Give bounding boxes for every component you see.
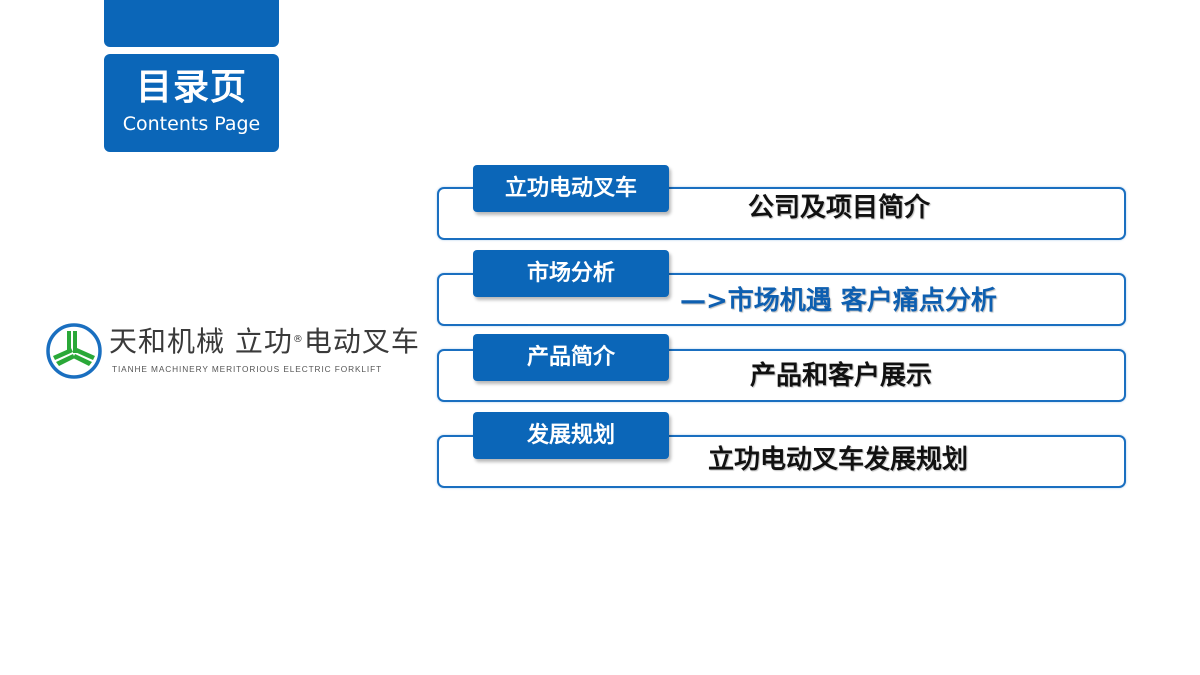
contents-header: 目录页 Contents Page bbox=[104, 54, 279, 152]
logo-name-cn: 天和机械 立功®电动叉车 bbox=[109, 326, 420, 358]
registered-mark: ® bbox=[292, 334, 304, 345]
toc-description-product: 产品和客户展示 bbox=[750, 361, 933, 391]
tianhe-logo-icon bbox=[46, 323, 102, 379]
toc-tab-product[interactable]: 产品简介 bbox=[473, 334, 669, 381]
page-title: 目录页 bbox=[135, 67, 247, 108]
toc-tab-company[interactable]: 立功电动叉车 bbox=[473, 165, 669, 212]
logo-name-en: TIANHE MACHINERY MERITORIOUS ELECTRIC FO… bbox=[112, 364, 383, 374]
header-decoration-block bbox=[104, 0, 279, 47]
page-subtitle: Contents Page bbox=[122, 113, 261, 135]
toc-description-market: —>市场机遇 客户痛点分析 bbox=[680, 286, 997, 316]
company-logo: 天和机械 立功®电动叉车 TIANHE MACHINERY MERITORIOU… bbox=[45, 322, 420, 382]
toc-tab-market[interactable]: 市场分析 bbox=[473, 250, 669, 297]
logo-name-part2: 电动叉车 bbox=[303, 325, 420, 358]
toc-description-development: 立功电动叉车发展规划 bbox=[708, 445, 969, 475]
toc-tab-development[interactable]: 发展规划 bbox=[473, 412, 669, 459]
toc-description-company: 公司及项目简介 bbox=[748, 193, 931, 223]
logo-name-part1: 天和机械 立功 bbox=[109, 325, 293, 358]
